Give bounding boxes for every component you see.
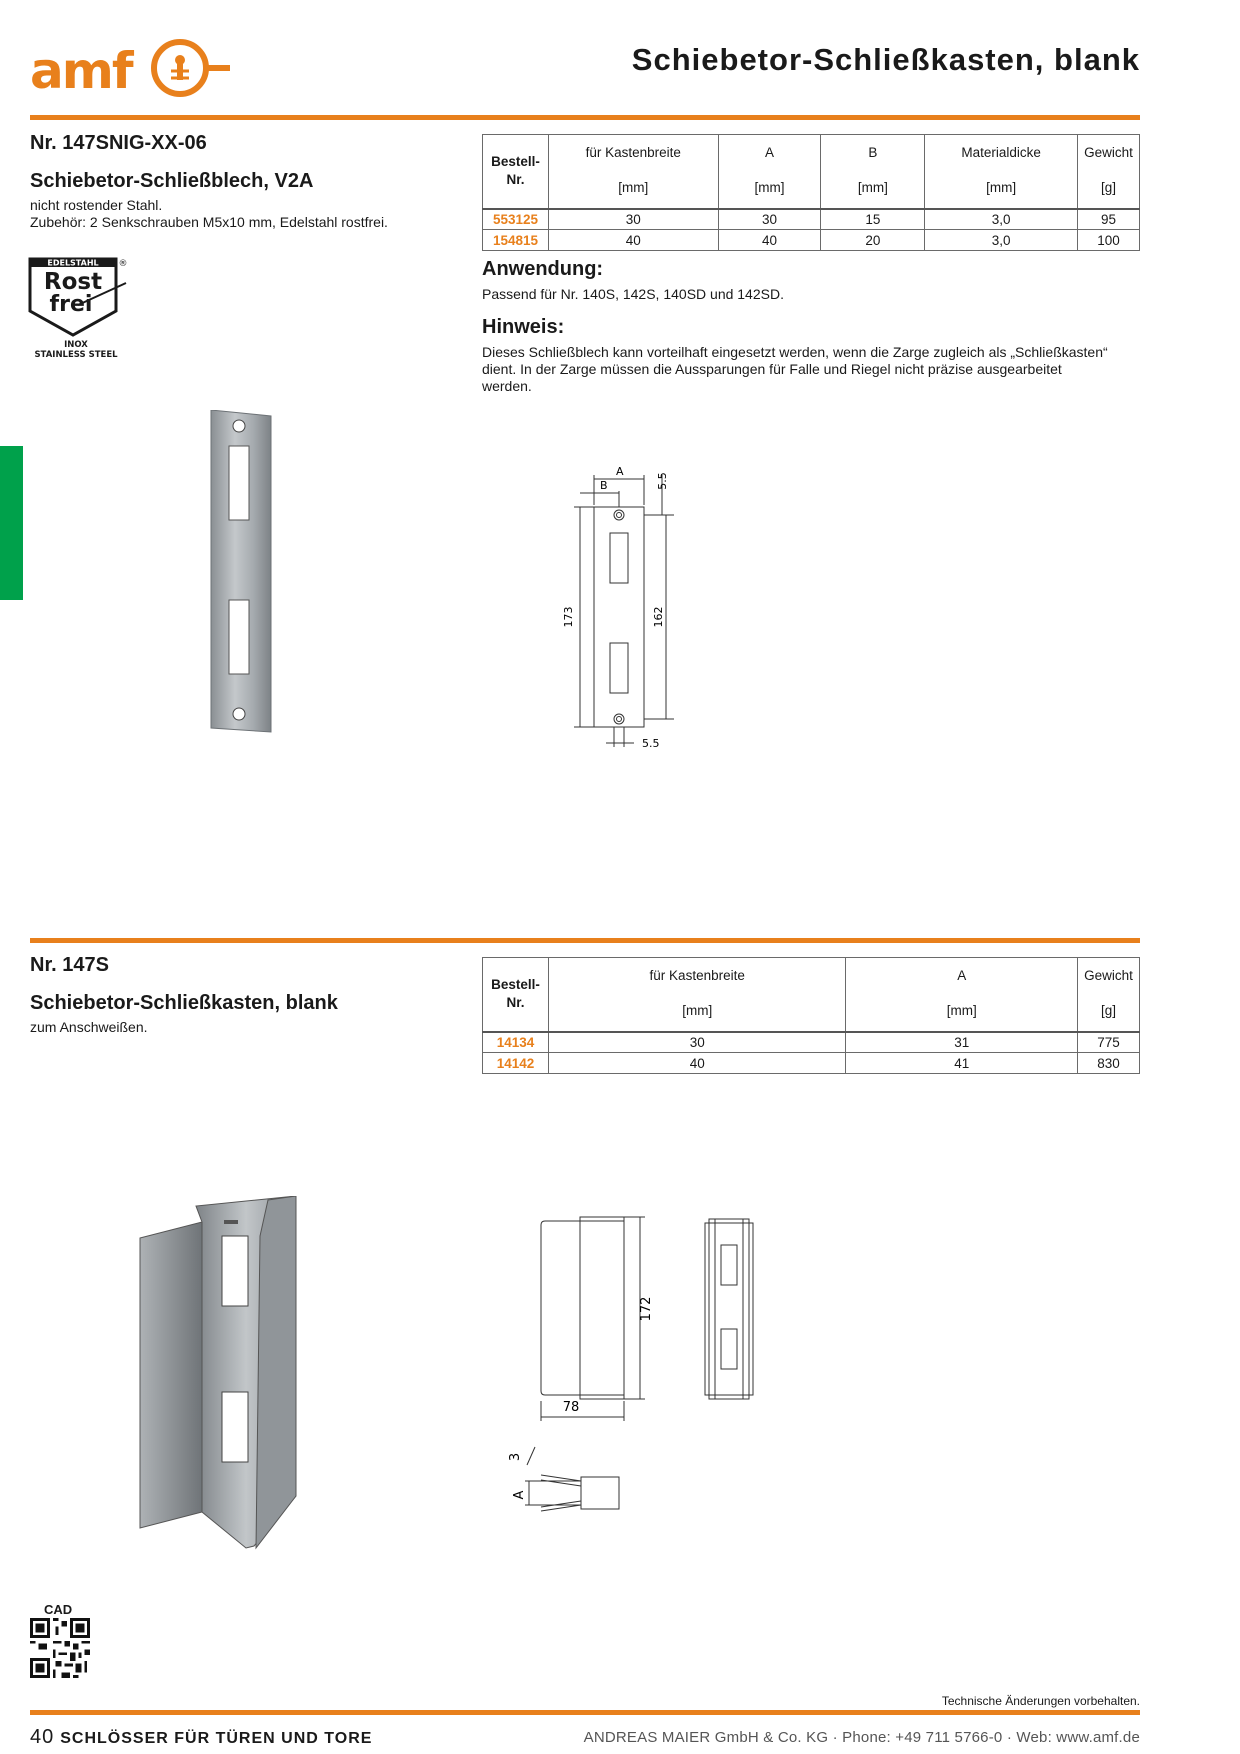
product1-spec-table: Bestell- Nr. für Kastenbreite[mm] A[mm] … (482, 134, 1140, 251)
article-number[interactable]: 14142 (482, 1052, 549, 1074)
col-materialdicke: Materialdicke[mm] (924, 134, 1078, 209)
col-a: A[mm] (845, 957, 1078, 1032)
col-bestell-nr: Bestell- Nr. (482, 134, 549, 209)
svg-text:162: 162 (652, 607, 665, 628)
product2-desc: zum Anschweißen. (30, 1019, 148, 1035)
footer-note: Technische Änderungen vorbehalten. (941, 1694, 1140, 1708)
table-row: 14142 40 41 830 (482, 1052, 1140, 1074)
hinweis-line-3: werden. (482, 378, 532, 394)
qr-code-icon[interactable] (30, 1618, 90, 1678)
table-row: 14134 30 31 775 (482, 1031, 1140, 1053)
svg-text:172: 172 (639, 1297, 654, 1322)
strike-plate-drawing: A B 5.5 173 162 5.5 (550, 455, 690, 760)
anwendung-title: Anwendung: (482, 258, 604, 280)
product2-name: Schiebetor-Schließkasten, blank (30, 992, 338, 1014)
footer-rule (30, 1710, 1140, 1715)
strike-plate-photo (206, 409, 278, 735)
svg-text:A: A (512, 1490, 527, 1499)
svg-text:Rost: Rost (44, 269, 102, 295)
hinweis-line-2: dient. In der Zarge müssen die Aussparun… (482, 361, 1062, 377)
company-info: ANDREAS MAIER GmbH & Co. KG · Phone: +49… (583, 1729, 1140, 1746)
svg-text:STAINLESS STEEL: STAINLESS STEEL (34, 350, 118, 360)
logo-text: amf (30, 42, 135, 100)
product1-name: Schiebetor-Schließblech, V2A (30, 170, 314, 192)
page-title: Schiebetor-Schließkasten, blank (631, 42, 1140, 77)
svg-text:5.5: 5.5 (642, 737, 660, 750)
svg-text:®: ® (119, 259, 128, 269)
svg-text:173: 173 (562, 607, 575, 628)
svg-text:B: B (600, 479, 608, 492)
col-kastenbreite: für Kastenbreite[mm] (547, 134, 719, 209)
svg-text:5.5: 5.5 (656, 472, 669, 490)
col-gewicht: Gewicht[g] (1077, 134, 1140, 209)
product1-desc-2: Zubehör: 2 Senkschrauben M5x10 mm, Edels… (30, 214, 388, 230)
svg-text:frei: frei (50, 292, 93, 317)
article-number[interactable]: 553125 (482, 208, 549, 230)
rostfrei-badge: EDELSTAHL ® Rost frei INOX STAINLESS STE… (28, 255, 128, 360)
page-number: 40 (30, 1726, 55, 1748)
section-name: SCHLÖSSER FÜR TÜREN UND TORE (60, 1730, 373, 1747)
strike-box-drawing: 172 78 3 A (505, 1205, 795, 1525)
product1-desc-1: nicht rostender Stahl. (30, 197, 163, 213)
strike-box-photo (136, 1195, 302, 1556)
col-a: A[mm] (717, 134, 822, 209)
svg-text:A: A (616, 465, 624, 478)
svg-text:78: 78 (563, 1400, 580, 1415)
col-gewicht: Gewicht[g] (1077, 957, 1140, 1032)
hinweis-title: Hinweis: (482, 316, 565, 338)
cad-label: CAD (44, 1602, 73, 1617)
table-row: 553125 30 30 15 3,0 95 (482, 208, 1140, 230)
anwendung-text: Passend für Nr. 140S, 142S, 140SD und 14… (482, 286, 784, 302)
col-kastenbreite: für Kastenbreite[mm] (547, 957, 847, 1032)
svg-text:3: 3 (508, 1453, 523, 1461)
section-tab (0, 446, 23, 600)
product1-number: Nr. 147SNIG-XX-06 (30, 132, 207, 154)
header-rule (30, 115, 1140, 120)
col-b: B[mm] (820, 134, 926, 209)
section-rule (30, 938, 1140, 943)
hinweis-line-1: Dieses Schließblech kann vorteilhaft ein… (482, 344, 1108, 360)
table-row: 154815 40 40 20 3,0 100 (482, 229, 1140, 251)
article-number[interactable]: 14134 (482, 1031, 549, 1053)
amf-logo: amf (30, 36, 230, 106)
col-bestell-nr: Bestell- Nr. (482, 957, 549, 1032)
footer-section: 40 SCHLÖSSER FÜR TÜREN UND TORE (30, 1726, 372, 1749)
article-number[interactable]: 154815 (482, 229, 549, 251)
product2-spec-table: Bestell- Nr. für Kastenbreite[mm] A[mm] … (482, 957, 1140, 1074)
svg-text:EDELSTAHL: EDELSTAHL (47, 259, 98, 268)
product2-number: Nr. 147S (30, 954, 109, 976)
svg-text:INOX: INOX (64, 340, 88, 350)
